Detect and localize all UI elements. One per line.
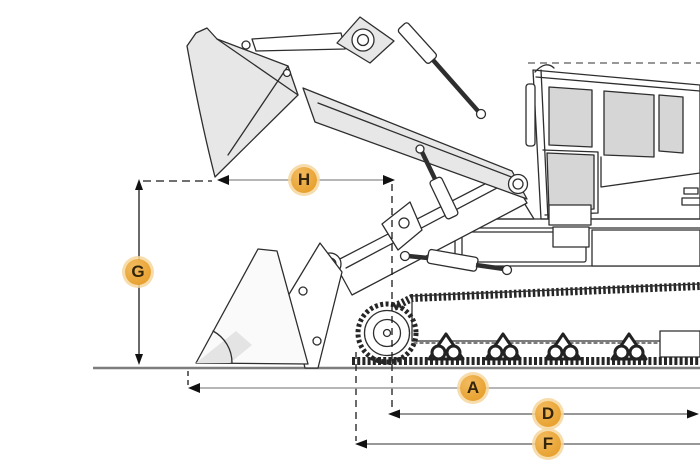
undercarriage bbox=[352, 282, 700, 365]
cab-step-lower bbox=[552, 226, 590, 248]
lower-tilt-cylinder bbox=[399, 248, 513, 276]
engine-body bbox=[454, 156, 700, 267]
raised-lift-cylinder bbox=[415, 144, 459, 220]
front-idler-wheel bbox=[355, 301, 419, 365]
dimension-label-g: G bbox=[125, 259, 151, 285]
track-roller-guards bbox=[427, 332, 648, 361]
cab-window-front-upper bbox=[548, 86, 593, 148]
cab-step-upper bbox=[548, 204, 592, 226]
raised-lift-arm bbox=[302, 87, 528, 200]
dimension-label-h: H bbox=[291, 167, 317, 193]
cab bbox=[525, 64, 700, 220]
dimension-label-d: D bbox=[535, 401, 561, 427]
cab-window-middle bbox=[603, 90, 655, 158]
rear-frame-box bbox=[659, 330, 700, 358]
lower-bucket bbox=[195, 242, 343, 369]
raised-tilt-cylinder bbox=[397, 22, 487, 120]
dimension-label-a: A bbox=[460, 375, 486, 401]
machine-body bbox=[454, 64, 700, 267]
cab-window-rear bbox=[658, 94, 684, 154]
raised-bucket bbox=[186, 27, 299, 178]
track-top-band bbox=[392, 282, 700, 311]
raised-linkage bbox=[251, 16, 528, 220]
cab-window-door bbox=[546, 152, 595, 212]
main-boom-pivot bbox=[507, 173, 529, 195]
dimension-label-f: F bbox=[535, 431, 561, 457]
dimension-a bbox=[188, 383, 700, 393]
dimension-lines bbox=[135, 62, 700, 449]
tilt-link bbox=[251, 32, 346, 52]
cutting-edge-angle-arc bbox=[212, 330, 233, 364]
dimension-f bbox=[355, 439, 700, 449]
lower-linkage bbox=[318, 171, 528, 296]
exhaust-stack bbox=[525, 83, 536, 147]
